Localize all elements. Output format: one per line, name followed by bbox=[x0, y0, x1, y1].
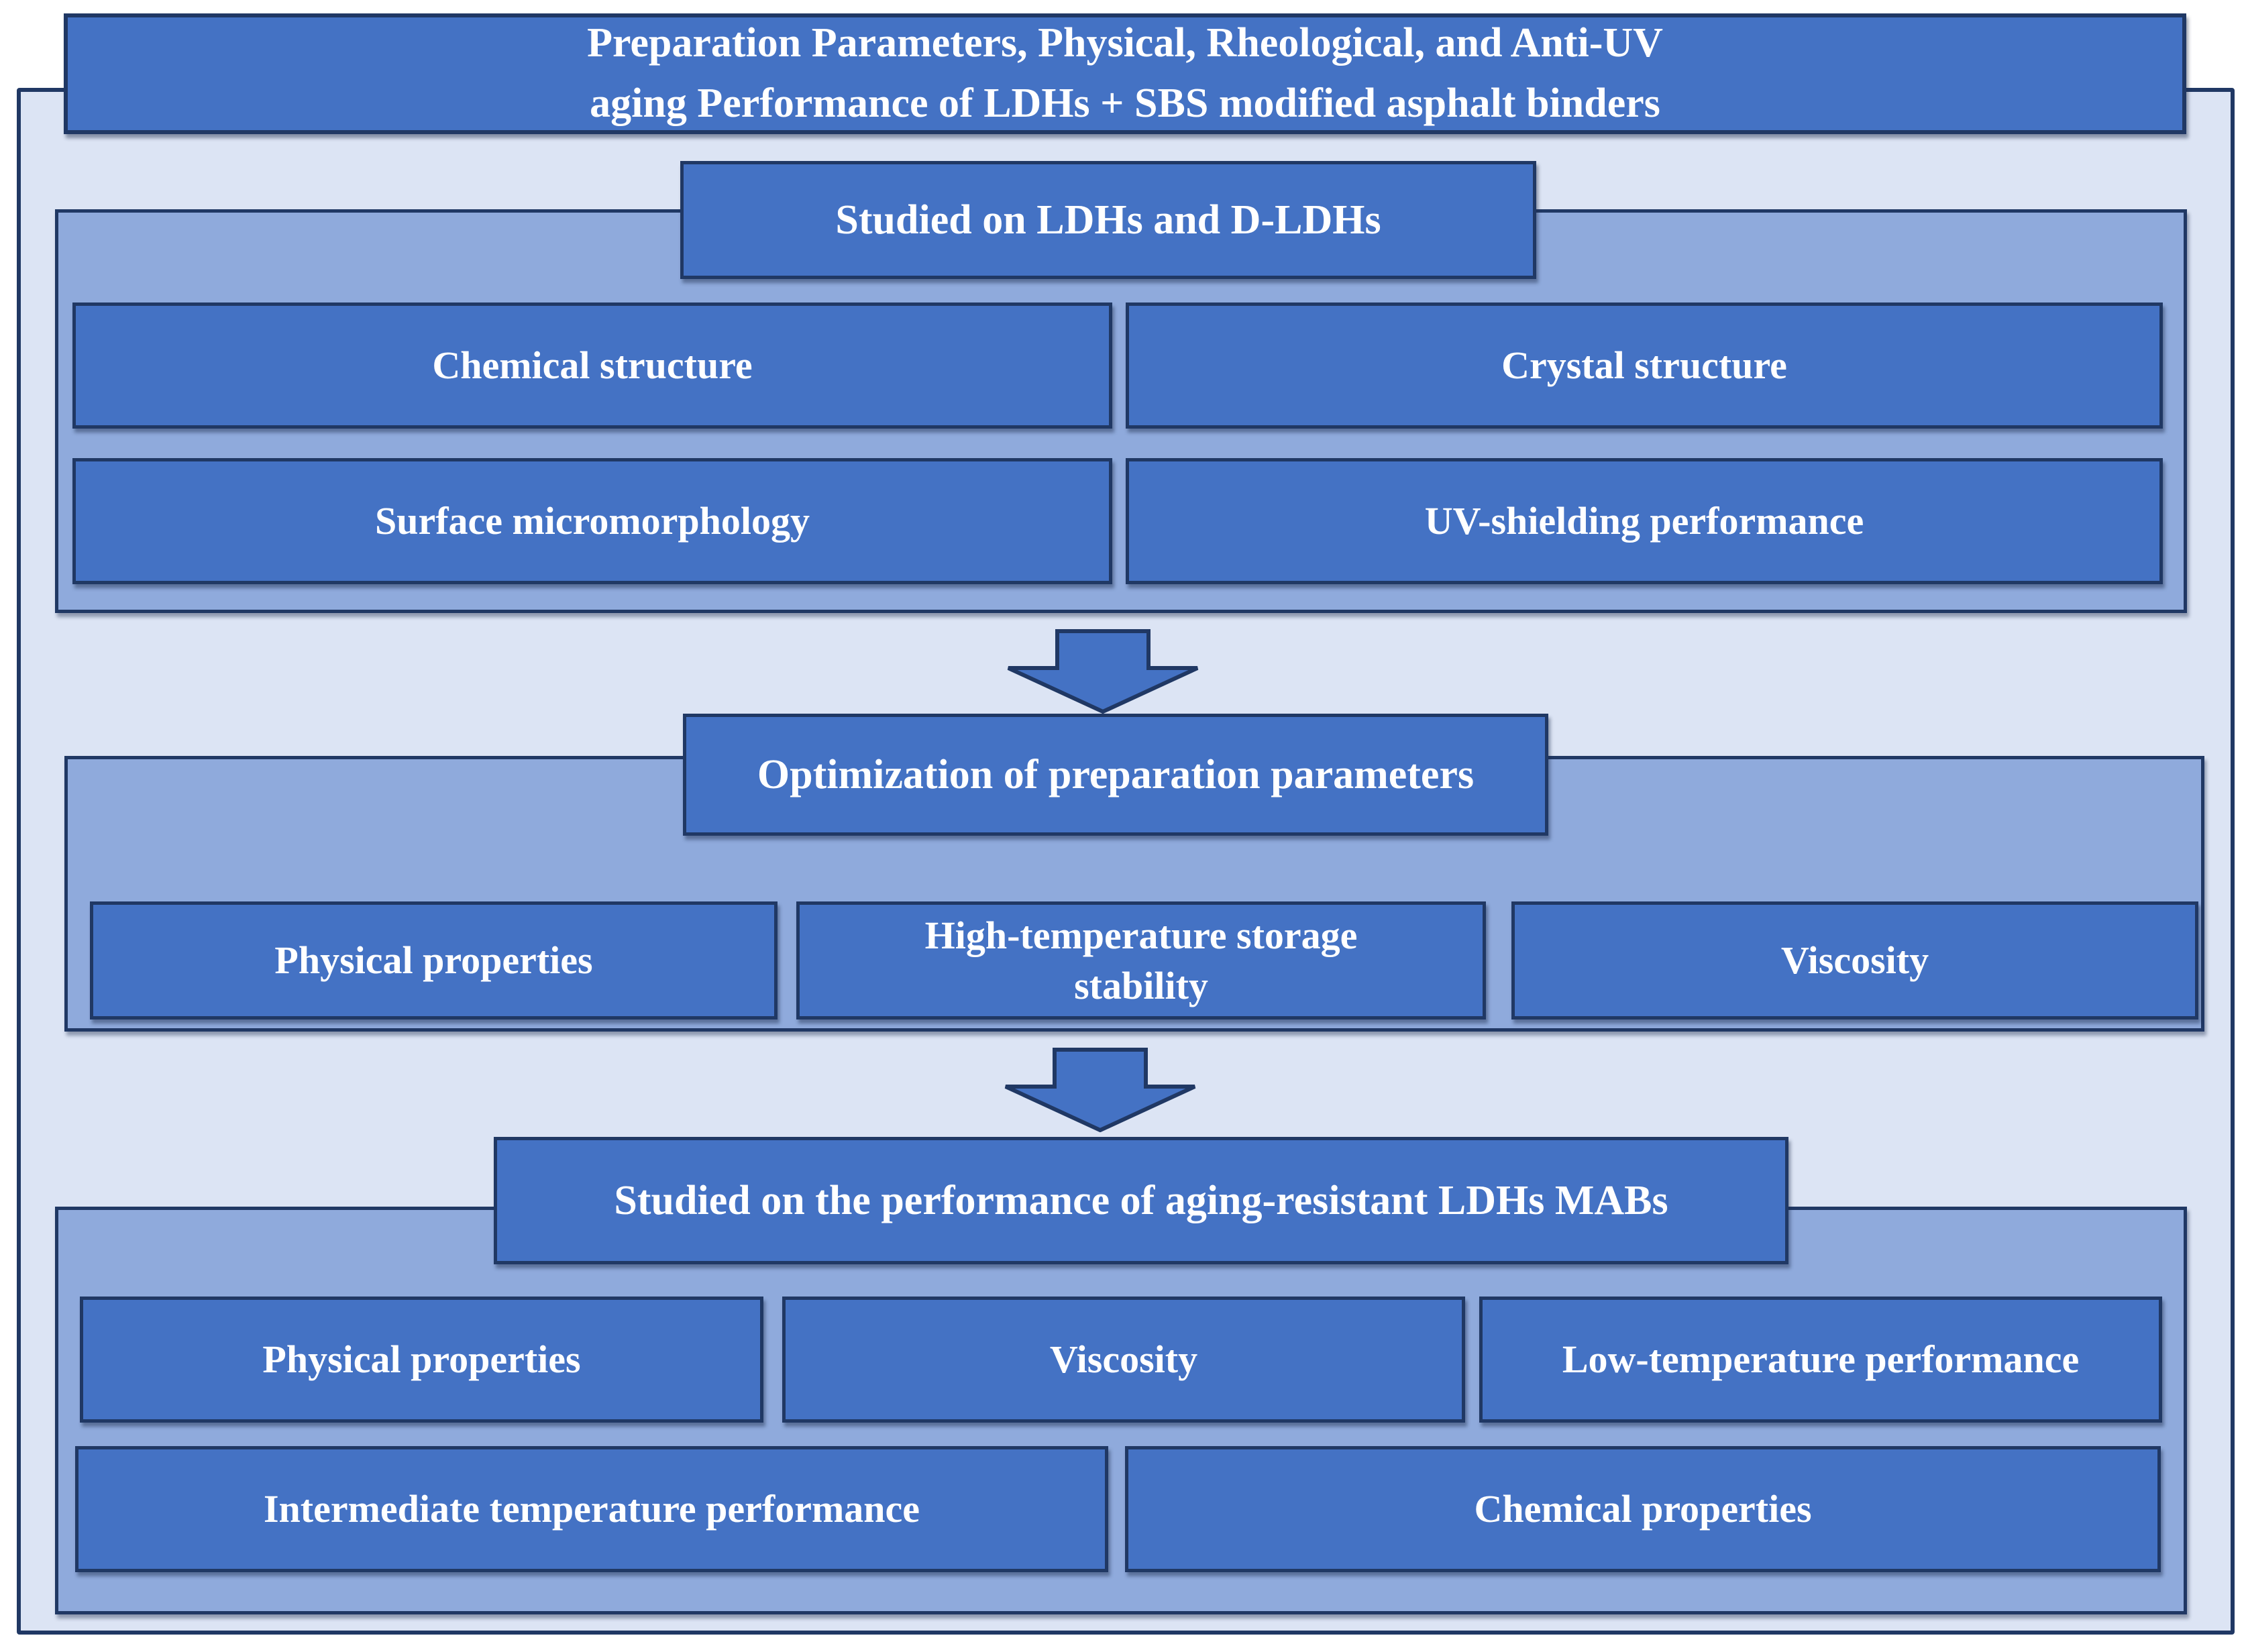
box-label: Chemical properties bbox=[1474, 1487, 1812, 1531]
box-chemical-properties: Chemical properties bbox=[1125, 1446, 2161, 1572]
box-label: Low-temperature performance bbox=[1562, 1337, 2080, 1382]
box-surface-micromorphology: Surface micromorphology bbox=[72, 458, 1112, 584]
box-chemical-structure: Chemical structure bbox=[72, 302, 1112, 429]
box-crystal-structure: Crystal structure bbox=[1126, 302, 2163, 429]
section-header-label: Studied on LDHs and D-LDHs bbox=[835, 197, 1381, 243]
box-viscosity-mabs: Viscosity bbox=[782, 1297, 1465, 1423]
box-high-temperature-storage-stability: High-temperature storage stability bbox=[796, 901, 1486, 1020]
box-intermediate-temperature-performance: Intermediate temperature performance bbox=[75, 1446, 1108, 1572]
box-physical-properties-optimization: Physical properties bbox=[90, 901, 778, 1020]
box-label: High-temperature storage stability bbox=[924, 913, 1358, 1007]
box-uv-shielding-performance: UV-shielding performance bbox=[1126, 458, 2163, 584]
down-arrow-icon bbox=[1004, 1048, 1196, 1132]
box-label: Viscosity bbox=[1049, 1337, 1198, 1382]
box-label: Chemical structure bbox=[432, 343, 753, 388]
section-header-mabs-performance: Studied on the performance of aging-resi… bbox=[494, 1137, 1788, 1264]
box-label: Surface micromorphology bbox=[374, 499, 810, 543]
box-label: Physical properties bbox=[262, 1337, 581, 1382]
box-viscosity-optimization: Viscosity bbox=[1511, 901, 2198, 1020]
box-label: Physical properties bbox=[274, 938, 593, 983]
box-label: UV-shielding performance bbox=[1424, 499, 1864, 543]
section-header-ldhs-study: Studied on LDHs and D-LDHs bbox=[680, 161, 1536, 279]
box-low-temperature-performance: Low-temperature performance bbox=[1479, 1297, 2162, 1423]
box-label: Viscosity bbox=[1780, 938, 1929, 983]
section-header-label: Studied on the performance of aging-resi… bbox=[614, 1177, 1668, 1223]
box-label: Intermediate temperature performance bbox=[263, 1487, 920, 1531]
title-text: Preparation Parameters, Physical, Rheolo… bbox=[587, 20, 1663, 126]
section-header-optimization: Optimization of preparation parameters bbox=[683, 714, 1548, 836]
box-label: Crystal structure bbox=[1501, 343, 1787, 388]
down-arrow-icon bbox=[1007, 629, 1199, 714]
box-physical-properties-mabs: Physical properties bbox=[80, 1297, 763, 1423]
section-header-label: Optimization of preparation parameters bbox=[757, 751, 1475, 797]
title-box: Preparation Parameters, Physical, Rheolo… bbox=[64, 13, 2186, 134]
